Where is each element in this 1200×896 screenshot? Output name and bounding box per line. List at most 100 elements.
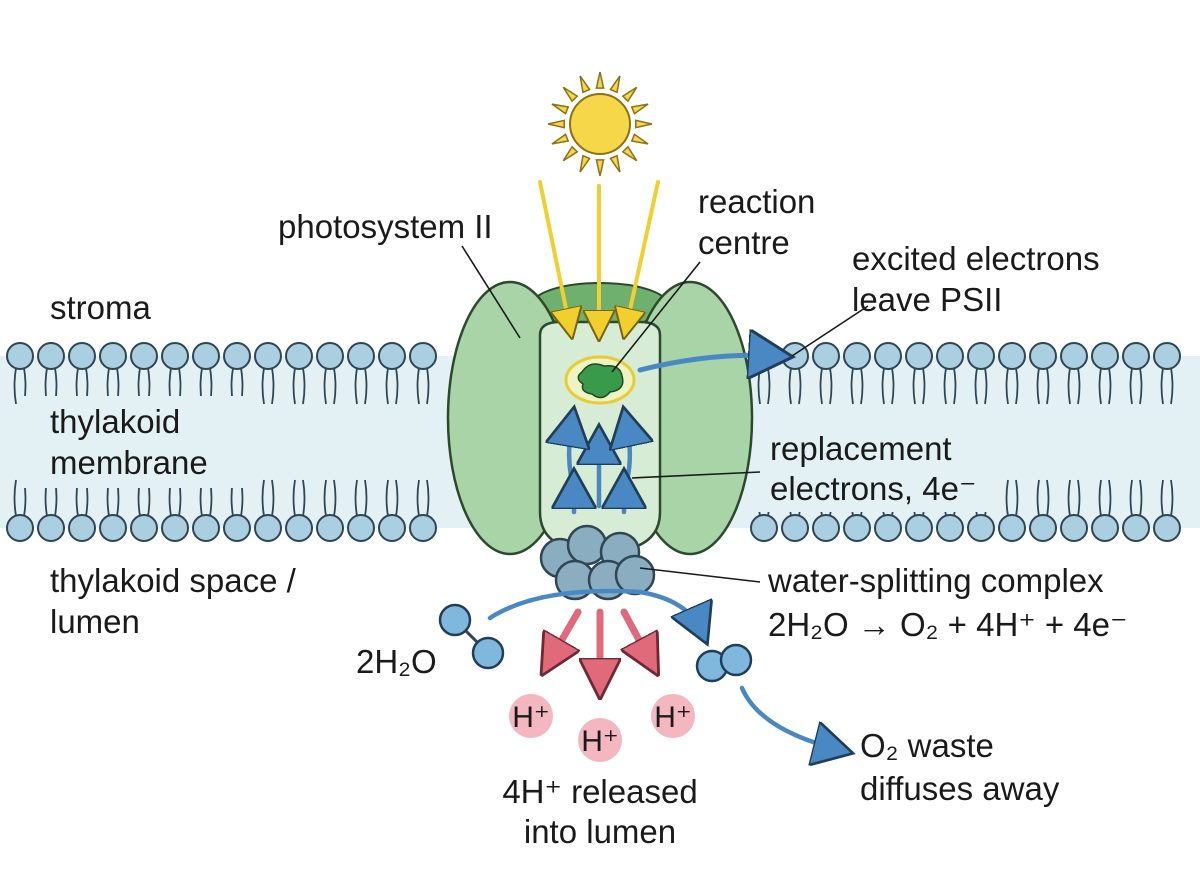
proton-ions: H⁺ H⁺ H⁺	[509, 694, 695, 762]
water-splitting-equation: 2H₂O → O₂ + 4H⁺ + 4e⁻	[768, 606, 1127, 643]
proton-3-label: H⁺	[654, 701, 692, 734]
lipid-head	[998, 514, 1026, 542]
reaction-centre	[564, 355, 636, 405]
lipid-head	[1122, 514, 1150, 542]
lipid-tail	[323, 367, 337, 405]
lipid-head	[1060, 514, 1088, 542]
replacement-electrons-label-line2: electrons, 4e⁻	[770, 470, 976, 507]
oxygen-waste-label-line2: diffuses away	[860, 770, 1060, 807]
sun-ray	[551, 133, 570, 145]
oxygen-waste-label-line1: O₂ waste	[860, 727, 994, 764]
lipid-tail	[385, 479, 399, 517]
protons-released-label-line2: into lumen	[524, 813, 676, 850]
sun-ray	[630, 103, 649, 115]
lipid-tail	[292, 479, 306, 517]
water-arrow	[487, 588, 702, 632]
water-splitting-complex-label: water-splitting complex	[767, 562, 1104, 599]
lumen-label-line2: lumen	[50, 603, 140, 640]
lipid-head	[378, 514, 406, 542]
lipid-head	[812, 342, 840, 370]
membrane-label-patch	[20, 396, 248, 488]
sun-ray	[595, 159, 605, 177]
sun-ray	[635, 119, 653, 129]
lipid-head	[409, 514, 437, 542]
lipid-tail	[974, 367, 988, 405]
lipid-tail	[1067, 479, 1081, 517]
lipid-tail	[943, 367, 957, 405]
sun-ray	[551, 103, 570, 115]
sun-ray	[595, 71, 605, 89]
stroma-label: stroma	[50, 289, 152, 326]
thylakoid-membrane-label-line2: membrane	[50, 444, 208, 481]
lipid-head	[874, 514, 902, 542]
lipid-tail	[261, 479, 275, 517]
lipid-head	[37, 342, 65, 370]
lipid-head	[936, 342, 964, 370]
lipid-tail	[1098, 479, 1112, 517]
lipid-tail	[416, 479, 430, 517]
lipid-head	[223, 342, 251, 370]
replacement-electron-arrows	[569, 420, 630, 515]
lipid-head	[905, 342, 933, 370]
lipid-tail	[1005, 367, 1019, 405]
lipid-head	[1060, 342, 1088, 370]
photosystem-ii-label: photosystem II	[278, 208, 493, 245]
sun-ray	[579, 75, 591, 94]
excited-electrons-label-line1: excited electrons	[852, 240, 1100, 277]
lipid-head	[967, 514, 995, 542]
lipid-tail	[385, 367, 399, 405]
lipid-head	[347, 514, 375, 542]
lipid-head	[99, 342, 127, 370]
lipid-head	[223, 514, 251, 542]
lipid-head	[905, 514, 933, 542]
lipid-tail	[354, 367, 368, 405]
lipid-head	[843, 342, 871, 370]
lipid-head	[781, 514, 809, 542]
lipid-tail	[261, 367, 275, 405]
lipid-head	[1091, 342, 1119, 370]
protons-released-label-line1: 4H⁺ released	[502, 773, 697, 810]
lipid-head	[1029, 514, 1057, 542]
lipid-head	[285, 514, 313, 542]
lipid-head	[1091, 514, 1119, 542]
lipid-head	[161, 342, 189, 370]
proton-1	[509, 694, 553, 738]
lipid-head	[998, 342, 1026, 370]
lipid-head	[936, 514, 964, 542]
lipid-head	[347, 342, 375, 370]
lipid-head	[192, 342, 220, 370]
lipid-head	[192, 514, 220, 542]
lipid-head	[6, 514, 34, 542]
lipid-head	[130, 514, 158, 542]
lipid-head	[161, 514, 189, 542]
lumen-label-line1: thylakoid space /	[50, 562, 297, 599]
lipid-head	[285, 342, 313, 370]
lipid-head	[254, 342, 282, 370]
lipid-head	[874, 342, 902, 370]
lipid-head	[99, 514, 127, 542]
sun-ray	[562, 86, 579, 103]
lipid-tail	[850, 367, 864, 405]
lipid-tail	[1160, 367, 1174, 405]
proton-2-label: H⁺	[581, 725, 619, 758]
sun-ray	[609, 154, 621, 173]
lipid-head	[1153, 514, 1181, 542]
thylakoid-membrane-label-line1: thylakoid	[50, 403, 180, 440]
lipid-tail	[1098, 367, 1112, 405]
proton-1-label: H⁺	[512, 701, 550, 734]
lipid-tail	[819, 367, 833, 405]
lipid-tail	[1036, 479, 1050, 517]
lipid-head	[843, 514, 871, 542]
lipid-head	[409, 342, 437, 370]
lipid-tail	[323, 479, 337, 517]
lipid-head	[1029, 342, 1057, 370]
sun-icon	[547, 71, 653, 177]
sun-ray	[562, 145, 579, 162]
lipid-head	[6, 342, 34, 370]
lipid-tail	[1036, 367, 1050, 405]
lipid-head	[316, 514, 344, 542]
lipid-head	[254, 514, 282, 542]
lipid-head	[812, 514, 840, 542]
